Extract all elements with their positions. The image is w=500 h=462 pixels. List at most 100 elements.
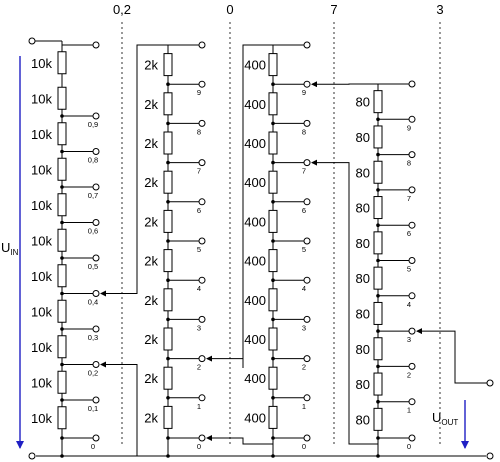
resistor-label: 2k <box>144 410 158 425</box>
tap-label: 0,1 <box>88 404 98 413</box>
tap-terminal <box>303 394 311 402</box>
junction-dot <box>271 356 275 361</box>
resistor-label: 10k <box>31 198 52 213</box>
resistor <box>57 335 67 359</box>
tap-terminal <box>198 394 206 402</box>
tap-label: 0,7 <box>88 191 98 200</box>
tap-terminal <box>92 219 100 226</box>
tap-terminal <box>92 325 100 333</box>
tap-label: 8 <box>302 127 306 136</box>
resistor <box>268 92 278 116</box>
tap-label: 0,5 <box>88 262 98 271</box>
resistor <box>163 92 173 116</box>
tap-label: 0,8 <box>88 156 98 165</box>
junction-dot <box>271 200 275 204</box>
resistor-label: 80 <box>356 236 370 251</box>
resistor-label: 400 <box>244 254 266 269</box>
digit-header-1: 0,2 <box>113 2 131 17</box>
resistor <box>373 337 383 361</box>
resistor-label: 80 <box>356 377 370 392</box>
tap-label: 4 <box>197 284 201 293</box>
resistor <box>163 170 173 194</box>
resistor <box>268 53 278 77</box>
junction-dot <box>271 396 275 400</box>
tap-label: 1 <box>302 402 306 411</box>
junction-dot <box>271 82 275 86</box>
junction-dot <box>376 294 380 298</box>
junction-dot <box>376 117 380 122</box>
tap-terminal <box>92 254 100 262</box>
tap-terminal <box>408 151 416 159</box>
tap-label: 0,3 <box>88 333 98 342</box>
junction-dot <box>166 278 170 283</box>
resistor-label: 2k <box>144 371 158 386</box>
tap-label: 8 <box>197 127 201 136</box>
tap-terminal <box>408 186 416 194</box>
resistor-label: 400 <box>244 332 266 347</box>
tap-terminal <box>198 80 206 88</box>
tap-label: 5 <box>302 245 306 254</box>
resistor <box>373 301 383 325</box>
tap-label: 6 <box>197 206 201 215</box>
resistor <box>373 160 383 184</box>
tap-terminal <box>92 148 100 155</box>
junction-dot <box>60 291 64 296</box>
resistor-label: 2k <box>144 58 158 73</box>
junction-dot <box>60 436 64 440</box>
resistor <box>57 406 67 430</box>
resistor <box>163 288 173 312</box>
resistor-ladders: 10k10k10k10k10k10k10k10k10k10k10k0,90,80… <box>31 41 416 458</box>
resistor-label: 400 <box>244 293 266 308</box>
tap-terminal <box>303 276 311 284</box>
resistor-label: 80 <box>356 201 370 216</box>
tap-label: 9 <box>407 123 411 132</box>
tap-label: 5 <box>407 265 411 274</box>
resistor-label: 10k <box>31 127 52 142</box>
tap-terminal <box>408 292 416 300</box>
resistor <box>373 372 383 396</box>
junction-dot <box>166 82 170 86</box>
junction-dot <box>166 160 170 165</box>
junction-dot <box>166 356 170 361</box>
resistor <box>57 51 67 75</box>
tap-terminal <box>198 198 206 206</box>
tap-label: 2 <box>407 370 411 379</box>
tap-label: 8 <box>407 159 411 168</box>
resistor <box>163 366 173 390</box>
tap-terminal <box>408 362 416 370</box>
tap-terminal <box>408 327 416 335</box>
resistor <box>373 407 383 431</box>
tap-terminal <box>408 115 416 123</box>
junction-dot <box>60 149 64 154</box>
tap-label: 9 <box>302 88 306 97</box>
tap-label: 3 <box>407 335 411 344</box>
resistor-label: 80 <box>356 271 370 286</box>
resistor <box>373 125 383 149</box>
tap-terminal <box>408 80 416 88</box>
tap-terminal <box>303 355 311 363</box>
resistor <box>57 157 67 181</box>
tap-terminal <box>408 257 416 264</box>
resistor <box>57 122 67 146</box>
tap-terminal <box>92 434 100 442</box>
tap-terminal <box>303 119 311 127</box>
resistor <box>268 288 278 312</box>
resistor <box>57 264 67 288</box>
tap-terminal <box>198 237 206 245</box>
wiper-connections <box>100 44 494 457</box>
junction-dot <box>60 398 64 402</box>
resistor-label: 10k <box>31 411 52 426</box>
tap-label: 7 <box>407 194 411 203</box>
junction-dot <box>376 258 380 263</box>
ground-terminal-right <box>486 452 494 460</box>
junction-dot <box>166 436 170 440</box>
digit-header-3: 7 <box>330 2 337 17</box>
junction-dot <box>376 364 380 369</box>
ground-terminal-left <box>28 452 36 460</box>
junction-dot <box>60 220 64 225</box>
tap-label: 2 <box>197 363 201 372</box>
tap-terminal <box>303 80 311 88</box>
resistor <box>57 299 67 323</box>
